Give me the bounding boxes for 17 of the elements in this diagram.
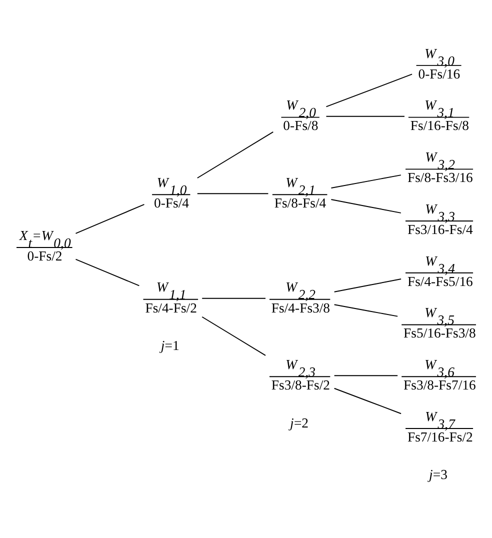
connector (75, 204, 145, 234)
connector (202, 316, 266, 356)
connector (334, 388, 402, 414)
connector (334, 304, 398, 317)
connector (326, 116, 405, 117)
connector (196, 193, 269, 194)
label: j=1 (160, 338, 180, 353)
connector (334, 375, 398, 376)
connector (330, 199, 402, 214)
label: j=3 (429, 467, 448, 482)
connector (330, 174, 402, 188)
connector (75, 258, 140, 286)
label: j=2 (290, 415, 309, 430)
connector (334, 278, 402, 292)
connector (196, 131, 274, 178)
connector (202, 298, 266, 299)
connector (326, 74, 413, 108)
